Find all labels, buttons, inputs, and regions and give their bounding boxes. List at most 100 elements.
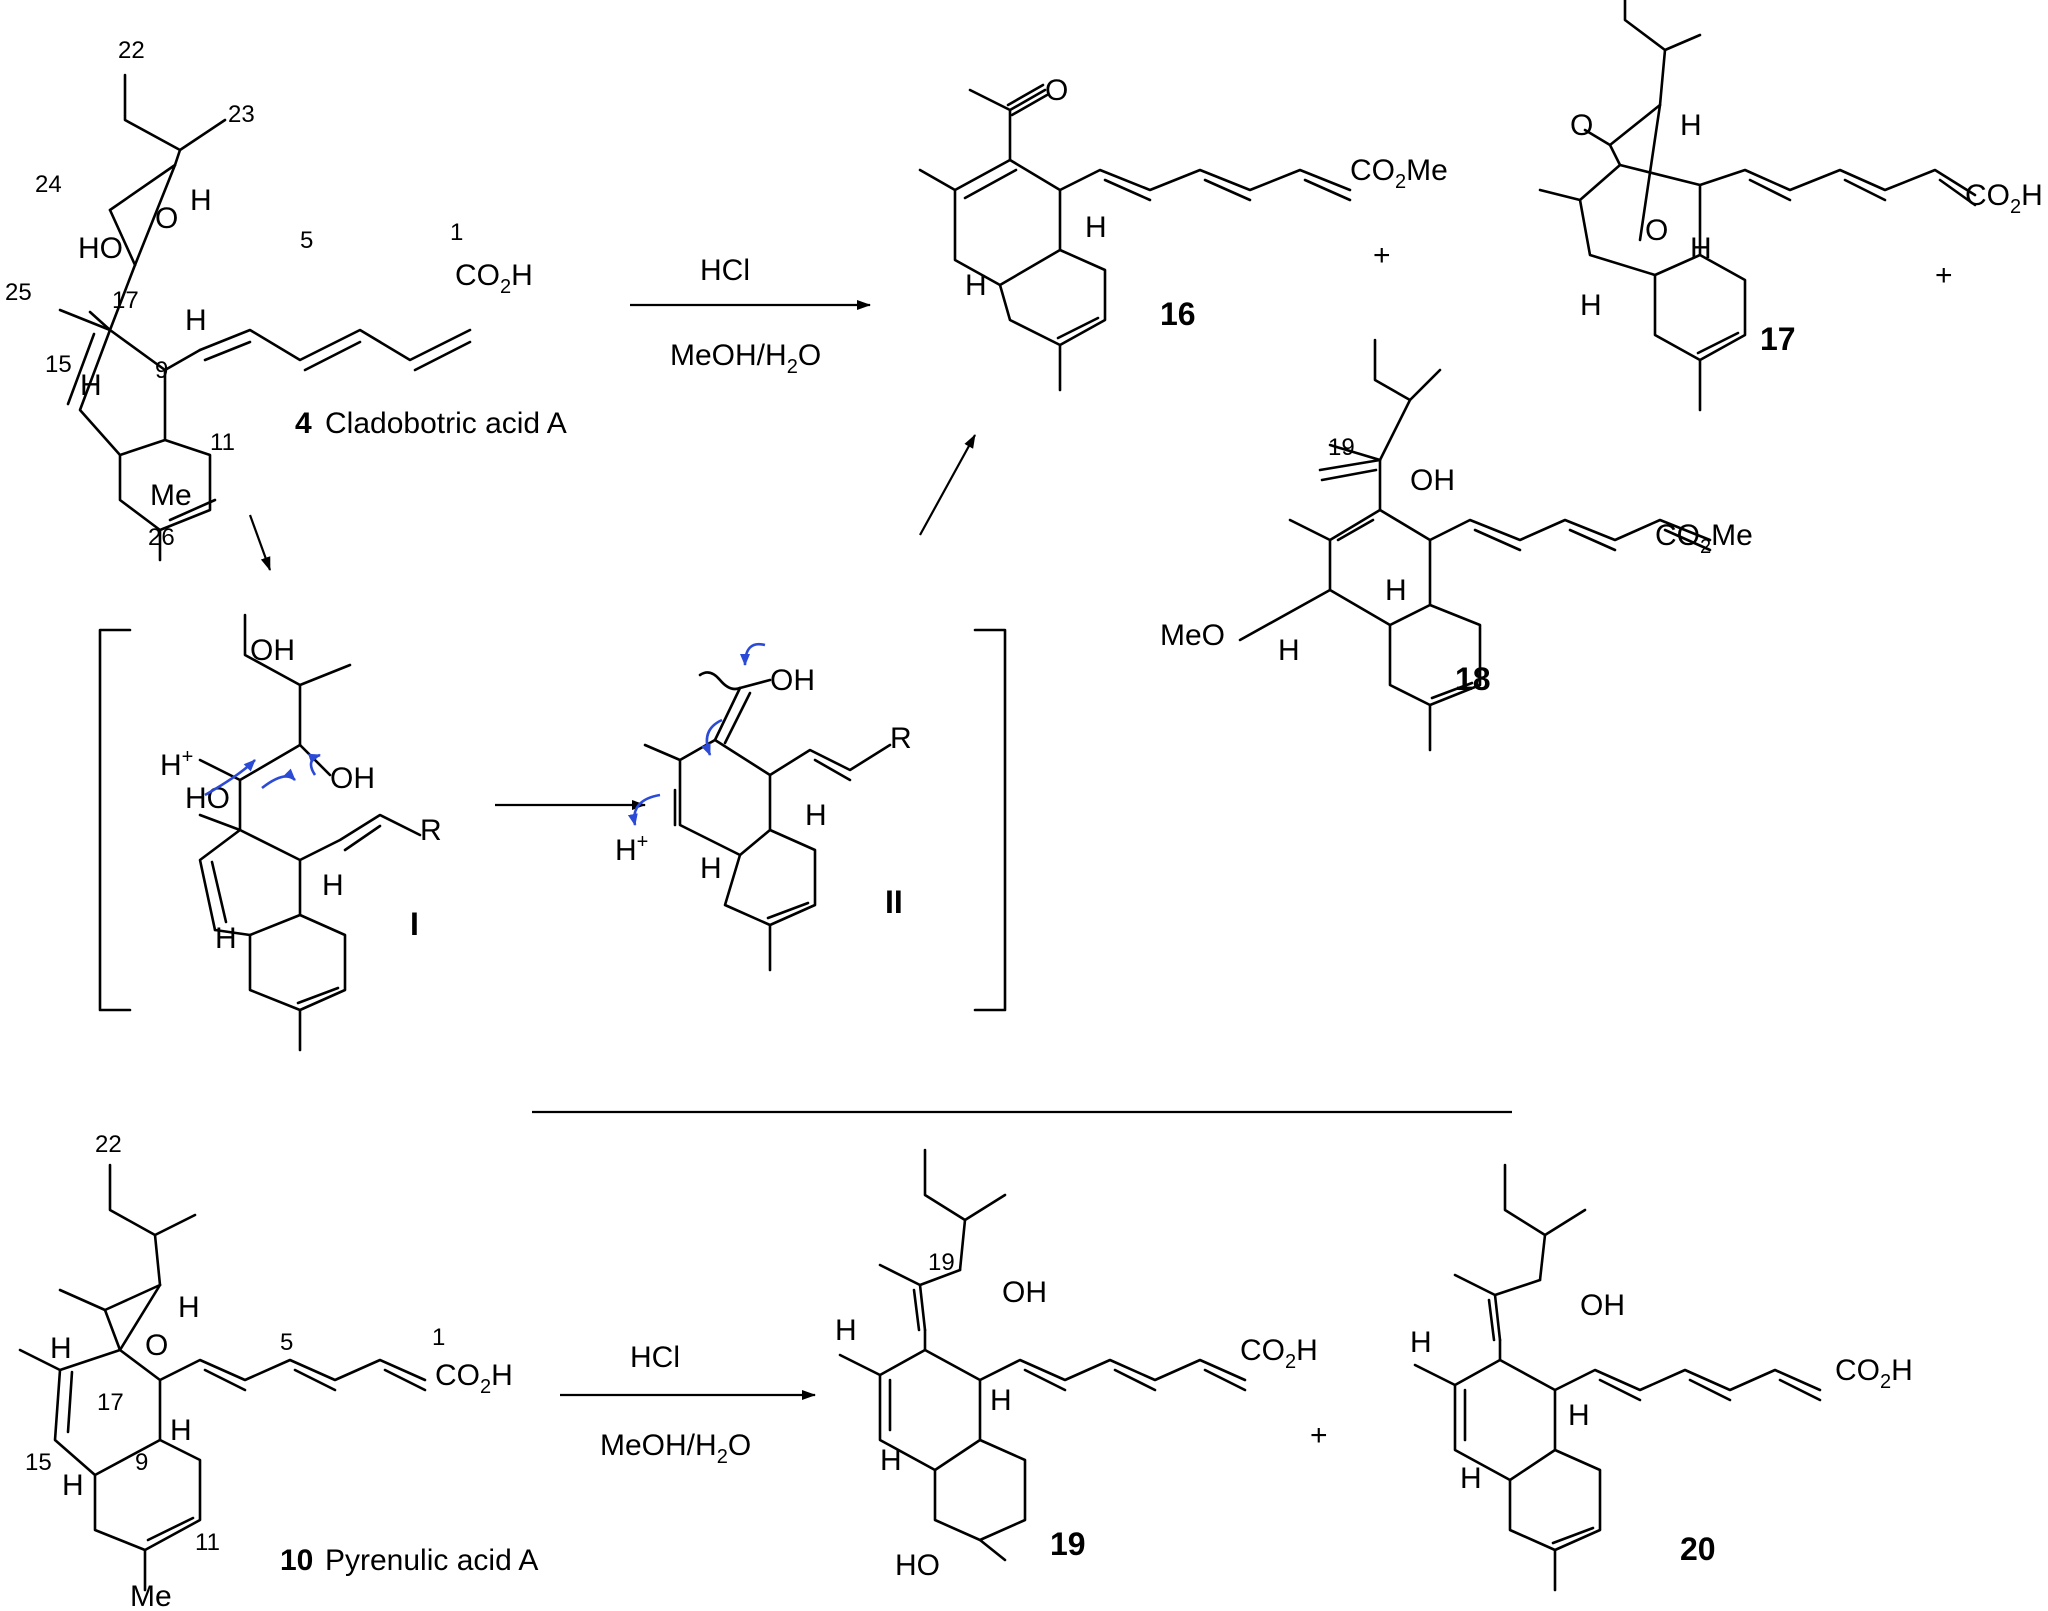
c18-methyl-ester: CO2Me (1655, 519, 1753, 558)
c4-number: 4 (295, 407, 312, 440)
c4-locant-25: 25 (5, 279, 32, 306)
compound-18-structure (1238, 338, 1712, 752)
c4-locant-22: 22 (118, 37, 145, 64)
c20-h-label-bottom: H (1460, 1462, 1482, 1495)
c19-h-label-bottom: H (880, 1444, 902, 1477)
intII-h-label-top: H (805, 799, 827, 832)
intI-electron-arrow-2 (261, 768, 296, 790)
c4-locant-1: 1 (450, 219, 463, 246)
c4-locant-5: 5 (300, 227, 313, 254)
c10-name: Pyrenulic acid A (325, 1544, 538, 1577)
intII-electron-arrow-2 (701, 718, 723, 756)
c17-h-label-top: H (1680, 109, 1702, 142)
c16-ketone-oxygen: O (1045, 74, 1068, 107)
intII-electron-arrow-1 (740, 642, 766, 666)
c4-carboxylic-acid: CO2H (455, 259, 533, 298)
c4-locant-26: 26 (148, 524, 175, 551)
c17-h-label-ring: H (1690, 232, 1712, 265)
c10-h-label-9: H (170, 1414, 192, 1447)
intI-electron-arrow-3 (307, 753, 321, 776)
c4-h-label: H (190, 184, 212, 217)
c18-h-label-bottom: H (1278, 634, 1300, 667)
c10-h-label-17: H (50, 1332, 72, 1365)
c10-h-label-15: H (62, 1469, 84, 1502)
bottom-reagent-solvent: MeOH/H2O (600, 1429, 751, 1468)
compound-20-structure (1413, 1163, 1822, 1592)
c10-locant-5: 5 (280, 1329, 293, 1356)
c4-h-label-9: H (185, 304, 207, 337)
top-reagent-acid: HCl (700, 254, 750, 287)
intI-hydroxyl-right: OH (330, 762, 375, 795)
c10-h-label-epoxide: H (178, 1291, 200, 1324)
c10-methyl: Me (130, 1580, 172, 1611)
c4-hydroxyl: HO (78, 232, 123, 265)
intermediate-II-structure (643, 671, 892, 972)
c16-methyl-ester: CO2Me (1350, 154, 1448, 193)
c10-locant-15: 15 (25, 1449, 52, 1476)
compound-19-structure (838, 1148, 1247, 1562)
right-bracket (973, 628, 1007, 1012)
intII-electron-arrow-3 (627, 793, 661, 826)
c20-h-label-left: H (1410, 1326, 1432, 1359)
left-bracket (98, 628, 132, 1012)
c20-h-label-top: H (1568, 1399, 1590, 1432)
c18-h-label-top: H (1385, 574, 1407, 607)
c4-methyl: Me (150, 479, 192, 512)
compound-10-structure (18, 1163, 427, 1592)
c10-locant-9: 9 (135, 1449, 148, 1476)
c20-number: 20 (1680, 1531, 1716, 1567)
intII-proton: H+ (615, 831, 648, 867)
arrow-4-to-intermediate (248, 514, 272, 571)
c10-carboxylic-acid: CO2H (435, 1359, 513, 1398)
intermediate-I-structure (198, 613, 422, 1052)
plus-sign-1: + (1373, 239, 1391, 272)
c10-locant-17: 17 (97, 1389, 124, 1416)
intII-enol-hydroxyl: OH (770, 664, 815, 697)
c4-locant-15: 15 (45, 351, 72, 378)
intI-number: I (410, 906, 419, 942)
c19-number: 19 (1050, 1526, 1086, 1562)
compound-16-structure (918, 83, 1352, 392)
c20-hydroxyl: OH (1580, 1289, 1625, 1322)
intI-h-label-top: H (322, 869, 344, 902)
c18-hydroxyl: OH (1410, 464, 1455, 497)
c19-carboxylic-acid: CO2H (1240, 1334, 1318, 1373)
intI-electron-arrow-1 (204, 759, 256, 797)
c4-locant-24: 24 (35, 171, 62, 198)
c18-number: 18 (1455, 661, 1491, 697)
c16-h-label-bottom: H (965, 269, 987, 302)
c4-locant-11: 11 (210, 429, 235, 456)
c10-locant-22: 22 (95, 1131, 122, 1158)
intI-proton: H+ (160, 746, 193, 782)
c19-h-label-left: H (835, 1314, 857, 1347)
compound-17-structure (1538, 0, 1977, 412)
bottom-reagent-acid: HCl (630, 1341, 680, 1374)
c4-epoxide-oxygen: O (155, 202, 178, 235)
intI-hydroxyl-left: HO (185, 782, 230, 815)
c4-h-label-15: H (80, 369, 102, 402)
c18-methoxy: MeO (1160, 619, 1225, 652)
c16-number: 16 (1160, 296, 1196, 332)
c17-number: 17 (1760, 321, 1796, 357)
c19-hydroxyl-top: OH (1002, 1276, 1047, 1309)
c10-locant-11: 11 (195, 1529, 220, 1556)
c17-ether-oxygen: O (1645, 214, 1668, 247)
plus-sign-3: + (1310, 1419, 1328, 1452)
c4-locant-17: 17 (112, 287, 139, 314)
c17-h-label-bottom: H (1580, 289, 1602, 322)
c19-locant-19: 19 (928, 1249, 955, 1276)
c10-number: 10 (280, 1544, 313, 1577)
arrow-intermediate-to-16 (919, 434, 976, 536)
c17-ketone-oxygen: O (1570, 109, 1593, 142)
c4-name: Cladobotric acid A (325, 407, 567, 440)
c20-carboxylic-acid: CO2H (1835, 1354, 1913, 1393)
intI-h-label-bottom: H (215, 922, 237, 955)
intII-h-label-bottom: H (700, 852, 722, 885)
c18-locant-19: 19 (1328, 434, 1355, 461)
plus-sign-2: + (1935, 259, 1953, 292)
c10-epoxide-oxygen: O (145, 1329, 168, 1362)
c10-locant-1: 1 (432, 1324, 445, 1351)
c4-locant-23: 23 (228, 101, 255, 128)
